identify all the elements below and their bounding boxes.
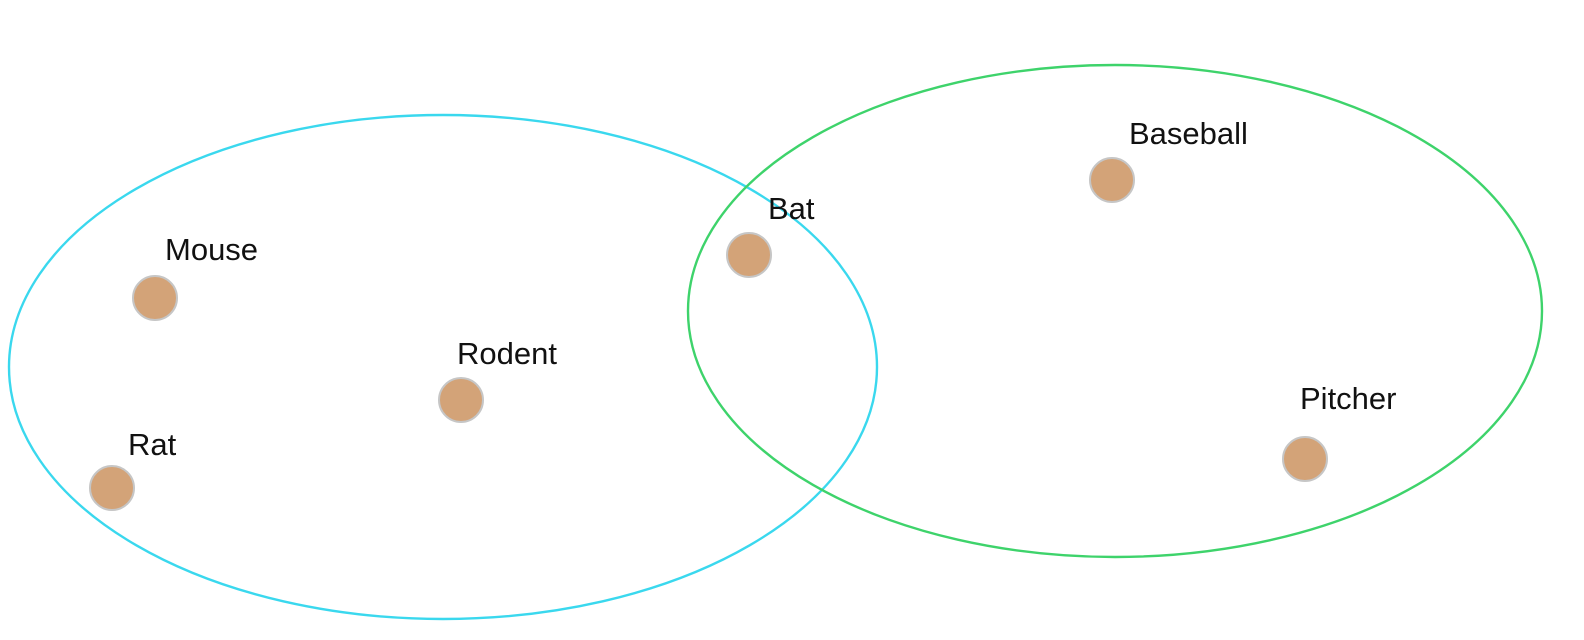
animals-group-ellipse: [7, 113, 879, 621]
node-rodent-dot: [438, 377, 484, 423]
node-mouse-dot: [132, 275, 178, 321]
node-baseball: Baseball: [1089, 116, 1248, 203]
node-rat-label: Rat: [128, 427, 177, 462]
node-rat: Rat: [89, 427, 177, 511]
node-rodent: Rodent: [438, 336, 557, 423]
node-mouse-label: Mouse: [165, 232, 258, 267]
node-pitcher-dot: [1282, 436, 1328, 482]
node-baseball-dot: [1089, 157, 1135, 203]
baseball-group-ellipse: [686, 63, 1544, 559]
node-rodent-label: Rodent: [457, 336, 557, 371]
node-bat-dot: [726, 232, 772, 278]
node-bat-label: Bat: [768, 191, 815, 226]
node-pitcher: Pitcher: [1282, 381, 1396, 482]
node-rat-dot: [89, 465, 135, 511]
node-pitcher-label: Pitcher: [1300, 381, 1396, 416]
node-bat: Bat: [726, 191, 815, 278]
node-mouse: Mouse: [132, 232, 258, 321]
node-baseball-label: Baseball: [1129, 116, 1248, 151]
